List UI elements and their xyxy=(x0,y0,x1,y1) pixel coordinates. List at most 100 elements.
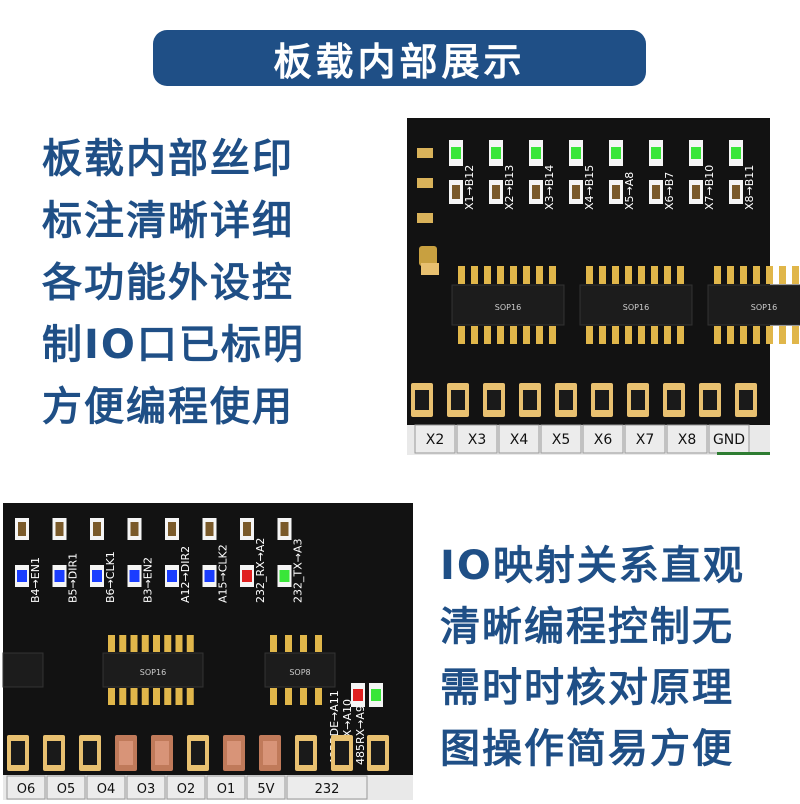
terminal-block xyxy=(540,424,582,454)
chip-pin xyxy=(497,326,504,344)
red-led xyxy=(242,570,252,582)
chip-pin xyxy=(285,635,292,652)
io-label: A12→DIR2 xyxy=(179,546,192,603)
terminal-label: X5 xyxy=(552,432,571,448)
chip-pin xyxy=(186,688,194,705)
terminal-block xyxy=(624,424,666,454)
chip-pin xyxy=(586,326,593,344)
chip-pin xyxy=(300,688,307,705)
smd-resistor xyxy=(612,185,620,199)
terminal-label: O1 xyxy=(217,782,236,797)
chip-pin xyxy=(300,635,307,652)
chip-pin xyxy=(510,266,517,284)
terminal-block xyxy=(414,424,456,454)
terminal-label: O2 xyxy=(177,782,196,797)
green-led xyxy=(691,147,701,159)
terminal-label: X3 xyxy=(468,432,487,448)
io-label: X7→B10 xyxy=(703,165,716,210)
terminal-block xyxy=(206,775,246,800)
chip-pin xyxy=(599,266,606,284)
chip-pin xyxy=(651,266,658,284)
chip-pin xyxy=(497,266,504,284)
chip-pin xyxy=(753,266,760,284)
right-description: IO映射关系直观 清晰编程控制无 需时时核对原理 图操作简易方便 xyxy=(440,536,745,780)
smd-resistor xyxy=(280,522,289,536)
smd-resistor xyxy=(119,741,133,765)
chip-label: SOP16 xyxy=(495,303,521,312)
io-label: B5→DIR1 xyxy=(67,553,80,603)
io-label: A15→CLK2 xyxy=(217,544,230,603)
smd-resistor xyxy=(739,390,753,410)
left-line: 板载内部丝印 xyxy=(42,136,294,182)
banner-title: 板载内部展示 xyxy=(273,39,526,84)
terminal-block xyxy=(86,775,126,800)
chip-pin xyxy=(471,326,478,344)
chip-pin xyxy=(458,266,465,284)
chip-pin xyxy=(625,266,632,284)
smd-resistor xyxy=(93,522,101,536)
io-label: 232_RX→A2 xyxy=(254,538,267,603)
terminal-block xyxy=(498,424,540,454)
chip-pin xyxy=(130,635,138,652)
ic-chip xyxy=(102,652,204,688)
chip-pin xyxy=(792,266,799,284)
io-label: 485RX→A9 xyxy=(354,705,367,765)
blue-led xyxy=(17,570,27,582)
smd-resistor xyxy=(652,185,660,199)
smd-resistor xyxy=(732,185,740,199)
io-label: X3→B14 xyxy=(543,165,556,210)
chip-pin xyxy=(599,326,606,344)
terminal-label: X4 xyxy=(510,432,529,448)
io-label: X8→B11 xyxy=(743,165,756,210)
terminal-label: O3 xyxy=(137,782,156,797)
smd-resistor xyxy=(631,390,645,410)
chip-pin xyxy=(270,635,277,652)
blue-led xyxy=(92,570,102,582)
chip-pin xyxy=(458,326,465,344)
chip-pin xyxy=(119,688,127,705)
io-label: X4→B15 xyxy=(583,165,596,210)
terminal-block xyxy=(582,424,624,454)
green-led xyxy=(279,570,290,582)
smd-resistor xyxy=(487,390,501,410)
chip-pin xyxy=(153,635,160,652)
smd-resistor xyxy=(155,741,169,765)
smd-resistor xyxy=(492,185,500,199)
chip-label: SOP16 xyxy=(623,303,649,312)
chip-pin xyxy=(586,266,593,284)
chip-pin xyxy=(740,266,747,284)
blue-led xyxy=(129,570,140,582)
smd-resistor xyxy=(191,741,205,765)
chip-pin xyxy=(108,688,115,705)
chip-label: SOP16 xyxy=(751,303,777,312)
smd-resistor xyxy=(130,522,139,536)
chip-pin xyxy=(153,688,160,705)
chip-pin xyxy=(186,635,194,652)
chip-pin xyxy=(175,635,183,652)
smd-resistor xyxy=(335,741,349,765)
chip-pin xyxy=(484,326,491,344)
terminal-label: 5V xyxy=(257,782,274,797)
chip-pin xyxy=(164,688,172,705)
right-line: IO映射关系直观 xyxy=(440,543,745,589)
chip-pin xyxy=(141,635,149,652)
io-label: B6→CLK1 xyxy=(104,551,117,603)
chip-pin xyxy=(727,266,734,284)
chip-pin xyxy=(779,266,786,284)
terminal-label: GND xyxy=(713,432,745,448)
sop16-chip xyxy=(451,284,565,326)
terminal-block xyxy=(126,775,166,800)
chip-pin xyxy=(536,266,543,284)
chip-pin xyxy=(315,688,322,705)
right-line: 图操作简易方便 xyxy=(440,726,734,772)
chip-pin xyxy=(753,326,760,344)
chip-label: SOP8 xyxy=(289,668,310,677)
terminal-block xyxy=(246,775,286,800)
chip-pin xyxy=(612,266,619,284)
chip-pin xyxy=(315,635,322,652)
sop16-chip xyxy=(707,284,800,326)
